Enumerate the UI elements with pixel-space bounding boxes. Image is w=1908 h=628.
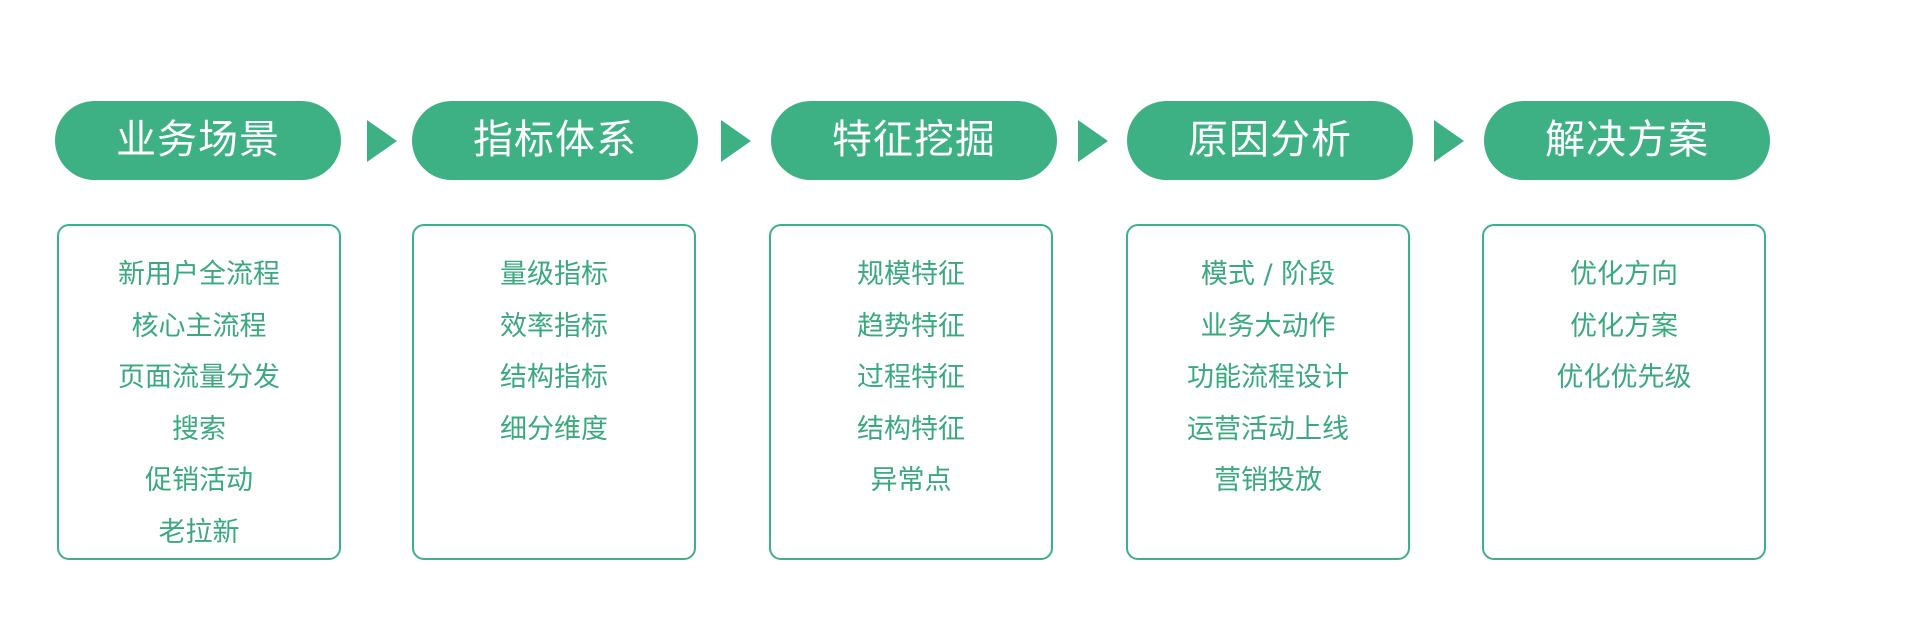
- list-item: 趋势特征: [857, 310, 965, 342]
- stage-card-3: 规模特征 趋势特征 过程特征 结构特征 异常点: [769, 224, 1053, 560]
- list-item: 业务大动作: [1200, 310, 1336, 342]
- stage-title-2: 指标体系: [412, 101, 698, 180]
- arrow-right-icon: [367, 120, 397, 162]
- list-item: 新用户全流程: [118, 259, 280, 290]
- list-item: 优化优先级: [1556, 362, 1692, 393]
- stage-card-5: 优化方向 优化方案 优化优先级: [1482, 224, 1766, 560]
- list-item: 搜索: [172, 413, 226, 445]
- list-item: 营销投放: [1214, 465, 1322, 496]
- stage-card-2: 量级指标 效率指标 结构指标 细分维度: [412, 224, 696, 560]
- list-item: 规模特征: [857, 259, 965, 290]
- list-item: 模式 / 阶段: [1200, 259, 1336, 290]
- list-item: 优化方案: [1570, 310, 1678, 342]
- list-item: 老拉新: [158, 516, 240, 548]
- stage-card-4: 模式 / 阶段 业务大动作 功能流程设计 运营活动上线 营销投放: [1126, 224, 1410, 560]
- stage-title-5: 解决方案: [1484, 101, 1770, 180]
- stage-title-1: 业务场景: [55, 101, 341, 180]
- stage-title-4: 原因分析: [1127, 101, 1413, 180]
- list-item: 结构特征: [857, 413, 965, 445]
- list-item: 结构指标: [500, 362, 608, 393]
- list-item: 核心主流程: [131, 310, 267, 342]
- list-item: 效率指标: [500, 310, 608, 342]
- list-item: 页面流量分发: [118, 362, 280, 393]
- arrow-right-icon: [1078, 120, 1108, 162]
- list-item: 运营活动上线: [1187, 413, 1349, 445]
- arrow-right-icon: [721, 120, 751, 162]
- stage-card-1: 新用户全流程 核心主流程 页面流量分发 搜索 促销活动 老拉新: [57, 224, 341, 560]
- list-item: 过程特征: [857, 362, 965, 393]
- arrow-right-icon: [1434, 120, 1464, 162]
- list-item: 细分维度: [500, 413, 608, 445]
- stage-title-3: 特征挖掘: [771, 101, 1057, 180]
- list-item: 量级指标: [500, 259, 608, 290]
- list-item: 优化方向: [1570, 259, 1678, 290]
- list-item: 功能流程设计: [1187, 362, 1349, 393]
- list-item: 异常点: [870, 465, 952, 496]
- list-item: 促销活动: [145, 465, 253, 496]
